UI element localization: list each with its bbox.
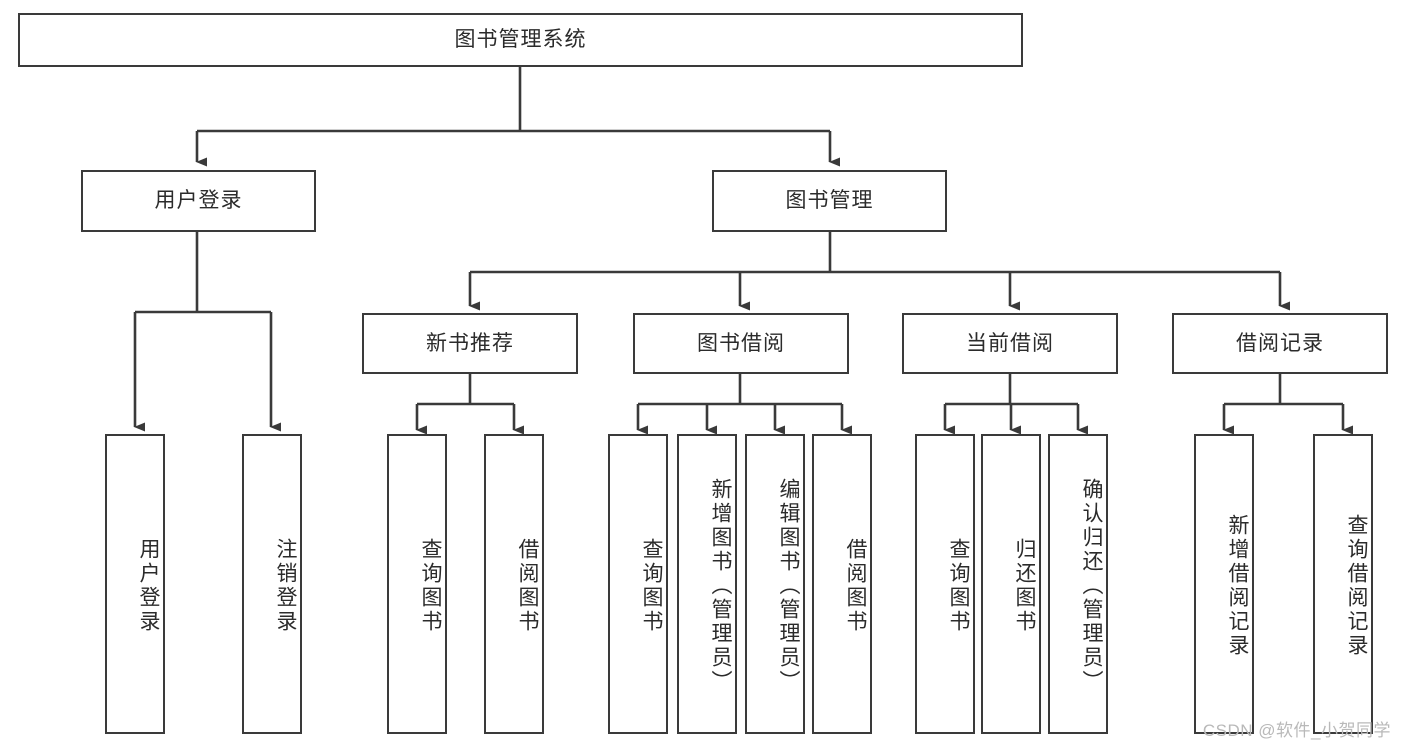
csdn-watermark: CSDN @软件_小贺同学: [1202, 721, 1391, 740]
node-borrow-record[interactable]: 借阅记录: [1172, 313, 1388, 374]
node-leaf-book-borrow-query[interactable]: 查询图书: [608, 434, 668, 734]
node-user-login[interactable]: 用户登录: [81, 170, 316, 232]
node-root-label: 图书管理系统: [454, 28, 587, 52]
node-leaf-label: 借阅图书: [844, 538, 867, 634]
node-leaf-label: 新增借阅记录: [1226, 514, 1249, 658]
node-leaf-user-login-signout[interactable]: 注销登录: [242, 434, 302, 734]
node-user-login-label: 用户登录: [154, 189, 243, 213]
node-leaf-current-borrow-query[interactable]: 查询图书: [915, 434, 975, 734]
node-leaf-label: 编辑图书（管理员）: [777, 478, 800, 694]
node-book-management-label: 图书管理: [785, 189, 874, 213]
node-book-management[interactable]: 图书管理: [712, 170, 947, 232]
node-current-borrow[interactable]: 当前借阅: [902, 313, 1118, 374]
node-leaf-label: 查询图书: [947, 538, 970, 634]
node-leaf-book-borrow-add[interactable]: 新增图书（管理员）: [677, 434, 737, 734]
node-borrow-record-label: 借阅记录: [1236, 331, 1324, 355]
node-leaf-label: 查询图书: [419, 538, 442, 634]
node-leaf-user-login-signin[interactable]: 用户登录: [105, 434, 165, 734]
node-current-borrow-label: 当前借阅: [966, 331, 1054, 355]
node-leaf-borrow-record-add[interactable]: 新增借阅记录: [1194, 434, 1254, 734]
node-root[interactable]: 图书管理系统: [18, 13, 1023, 67]
node-new-book-recommend-label: 新书推荐: [426, 331, 514, 355]
node-leaf-label: 归还图书: [1013, 538, 1036, 634]
node-leaf-label: 注销登录: [274, 538, 297, 634]
node-leaf-label: 查询图书: [640, 538, 663, 634]
node-leaf-book-borrow-edit[interactable]: 编辑图书（管理员）: [745, 434, 805, 734]
node-leaf-label: 新增图书（管理员）: [709, 478, 732, 694]
node-leaf-label: 借阅图书: [516, 538, 539, 634]
node-leaf-label: 查询借阅记录: [1345, 514, 1368, 658]
node-leaf-current-borrow-return[interactable]: 归还图书: [981, 434, 1041, 734]
node-book-borrow[interactable]: 图书借阅: [633, 313, 849, 374]
node-leaf-label: 用户登录: [137, 538, 160, 634]
node-book-borrow-label: 图书借阅: [697, 331, 785, 355]
node-leaf-borrow-record-query[interactable]: 查询借阅记录: [1313, 434, 1373, 734]
node-leaf-new-book-query[interactable]: 查询图书: [387, 434, 447, 734]
node-leaf-label: 确认归还（管理员）: [1080, 478, 1103, 694]
node-leaf-current-borrow-confirm[interactable]: 确认归还（管理员）: [1048, 434, 1108, 734]
node-leaf-new-book-borrow[interactable]: 借阅图书: [484, 434, 544, 734]
node-new-book-recommend[interactable]: 新书推荐: [362, 313, 578, 374]
node-leaf-book-borrow-lend[interactable]: 借阅图书: [812, 434, 872, 734]
